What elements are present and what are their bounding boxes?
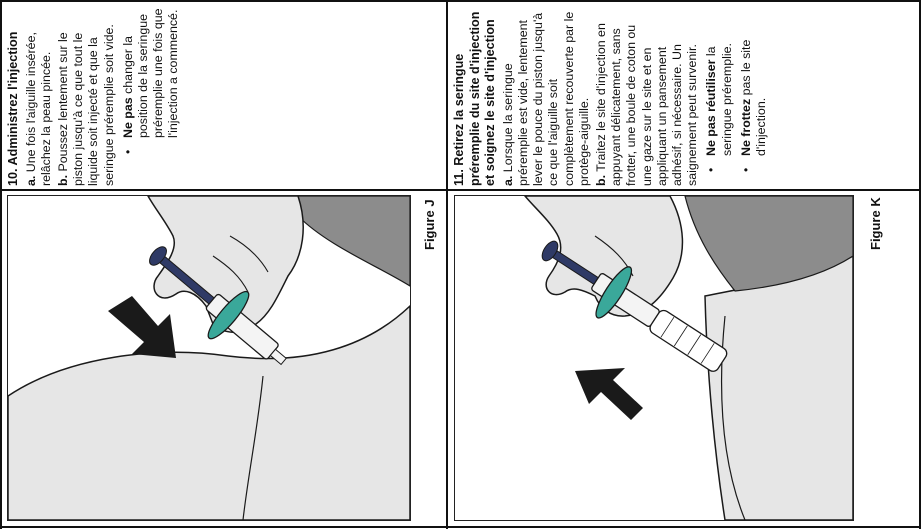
finger-line: [212, 255, 249, 293]
table-border-bottom: [0, 526, 921, 528]
step10-bullet-bold: Ne pas: [120, 97, 135, 138]
syringe: [541, 240, 728, 372]
step11-item-a-text: Lorsque la seringue préremplie est vide,…: [500, 11, 591, 186]
barrel-tip: [269, 348, 287, 366]
table-border-top: [0, 0, 921, 2]
step11-item-b: b. Traitez le site d'injection en appuya…: [594, 6, 700, 186]
figure-k-illustration: [454, 195, 854, 521]
finger-flange: [207, 290, 250, 340]
clothing: [272, 196, 410, 287]
step10-item-b: b. Poussez lentement sur le piston jusqu…: [56, 8, 117, 186]
step10-bullet: Ne pas changer la position de la seringu…: [120, 8, 182, 139]
hand: [147, 196, 304, 333]
guard-rib: [687, 334, 702, 355]
figure-j-drawing: [8, 196, 410, 520]
step11-bullet-2: Ne frottez pas le site d'injection.: [739, 6, 769, 156]
step11-item-a-label: a.: [500, 175, 515, 186]
thigh-contour: [721, 315, 746, 520]
step10-item-b-text: Poussez lentement sur le piston jusqu'à …: [56, 24, 116, 186]
step11-item-a: a. Lorsque la seringue préremplie est vi…: [501, 6, 592, 186]
step11-bullet-2-bold: Ne frottez: [738, 98, 753, 156]
needle-guard: [649, 309, 728, 372]
step11-title: 11. Retirez la seringue préremplie du si…: [452, 11, 498, 186]
column-divider: [446, 0, 448, 529]
figure-k-drawing: [524, 196, 853, 520]
withdraw-arrow: [575, 368, 643, 420]
hand: [524, 196, 684, 317]
step10-title: 10. Administrez l'injection: [6, 31, 20, 186]
figure-j-label: Figure J: [422, 199, 437, 250]
figure-j-illustration: [7, 195, 411, 521]
thigh-contour: [242, 375, 264, 520]
guard-rib: [700, 343, 715, 364]
step11-bullet-1: Ne pas réutiliser la seringue préremplie…: [704, 6, 734, 156]
thigh-skin: [8, 304, 410, 520]
step11-item-b-label: b.: [594, 174, 608, 186]
step11-text-block: 11. Retirez la seringue préremplie du si…: [452, 6, 769, 186]
step11-bullets: Ne pas réutiliser la seringue préremplie…: [704, 6, 769, 186]
finger-line-2: [229, 235, 269, 273]
row-divider: [0, 189, 921, 191]
step10-item-a-text: Une fois l'aiguille insérée, relâchez la…: [23, 32, 53, 186]
syringe: [149, 246, 287, 366]
push-arrow: [108, 296, 176, 358]
step10-text-block: 10. Administrez l'injection a. Une fois …: [6, 8, 182, 187]
figure-k-label: Figure K: [868, 197, 883, 250]
clothing: [684, 196, 853, 292]
step10-item-b-label: b.: [56, 174, 70, 186]
table-border-right: [919, 0, 921, 529]
step11-item-b-text: Traitez le site d'injection en appuyant …: [594, 23, 700, 186]
step10-bullets: Ne pas changer la position de la seringu…: [121, 8, 182, 186]
plunger-head: [149, 246, 167, 266]
step10-item-a: a. Une fois l'aiguille insérée, relâchez…: [24, 8, 54, 186]
finger-flange: [595, 266, 633, 319]
step11-bullet-1-bold: Ne pas réutiliser: [704, 59, 719, 156]
step10-item-a-label: a.: [23, 175, 38, 186]
plunger-head: [541, 240, 559, 262]
thigh-skin: [704, 255, 853, 520]
guard-rib: [673, 325, 688, 347]
guard-rib: [660, 316, 675, 338]
table-border-left: [0, 0, 2, 529]
